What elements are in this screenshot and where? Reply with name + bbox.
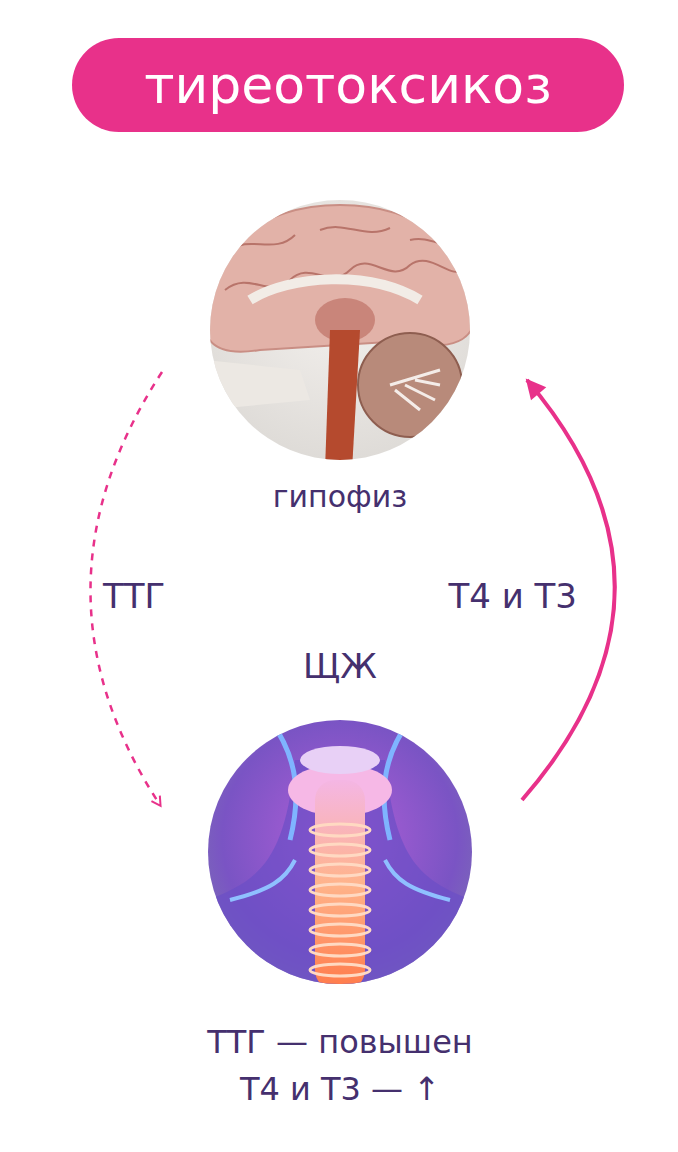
node-heading: ЩЖ — [303, 648, 377, 685]
edge-label: ТТГ — [100, 578, 168, 615]
title-pill: тиреотоксикоз — [72, 38, 624, 132]
node-caption: гипофиз — [273, 480, 407, 513]
edge-label: Т4 и Т3 — [445, 578, 580, 615]
brain-picture — [200, 190, 480, 470]
gland-circle: ЩЖТТГ — повышенТ4 и Т3 — ↑ — [208, 720, 472, 984]
status-line: ТТГ — повышен — [207, 1025, 472, 1060]
title: тиреотоксикоз — [72, 55, 624, 115]
neck-picture — [200, 712, 480, 992]
status-line: Т4 и Т3 — ↑ — [240, 1072, 440, 1107]
gland-circle: гипофиз — [210, 200, 470, 460]
